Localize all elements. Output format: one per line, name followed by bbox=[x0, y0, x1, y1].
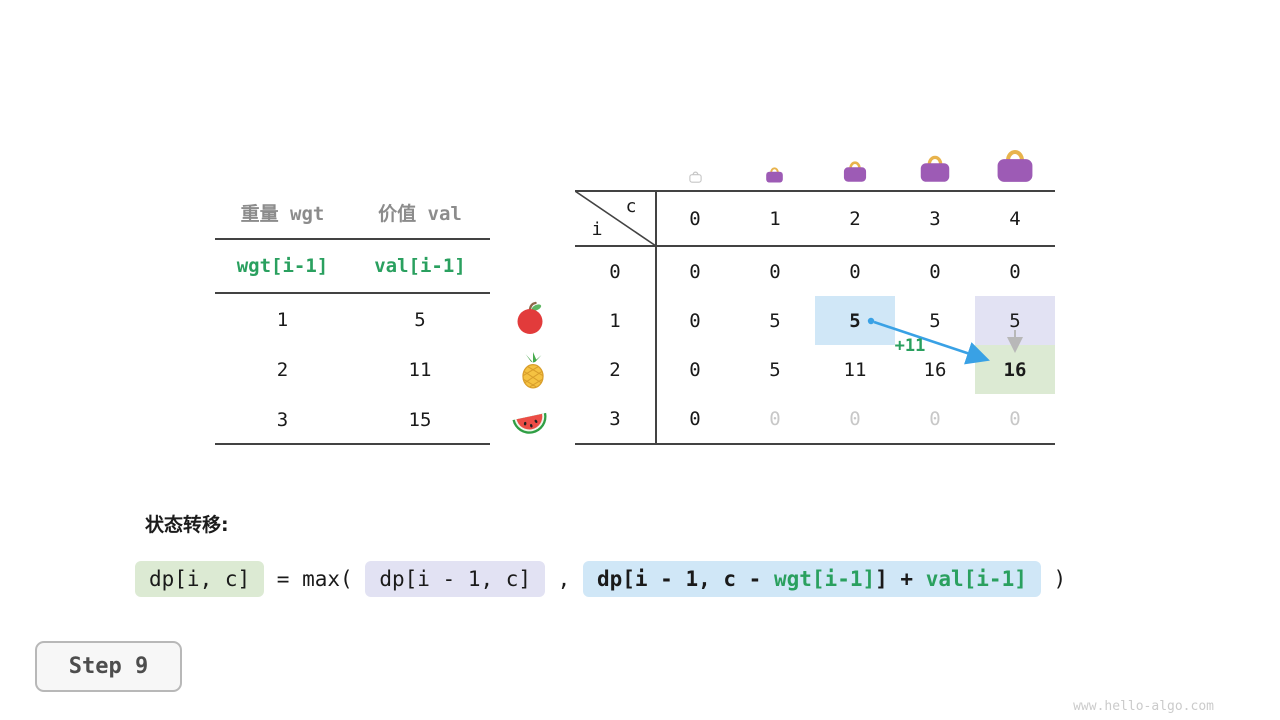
handbag-icon bbox=[917, 150, 953, 183]
table-divider bbox=[215, 238, 490, 240]
dp-cell-r2c4: 16 bbox=[1003, 358, 1027, 381]
dp-cell-r1c1: 5 bbox=[769, 309, 781, 332]
dp-vertical-border bbox=[655, 190, 657, 445]
dp-cell-r2c0: 0 bbox=[689, 358, 701, 381]
item-row-3: 3 15 bbox=[215, 396, 490, 444]
item-value-cell: 11 bbox=[408, 359, 432, 381]
dp-cell-r3c2: 0 bbox=[849, 407, 861, 430]
take-prefix-text: dp[i - 1, c - bbox=[596, 567, 774, 591]
dp-cell-r0c1: 0 bbox=[769, 260, 781, 283]
item-weight-cell: 2 bbox=[276, 359, 289, 381]
value-column-header: 价值 val bbox=[378, 202, 462, 225]
dp-cell-r0c2: 0 bbox=[849, 260, 861, 283]
handbag-icon bbox=[841, 157, 869, 183]
dp-row-header-1: 1 bbox=[609, 309, 621, 332]
dp-top-border bbox=[575, 190, 1055, 192]
handbag-icon bbox=[764, 164, 785, 183]
corner-col-var-label: c bbox=[625, 195, 637, 217]
take-val-text: val[i-1] bbox=[925, 567, 1027, 591]
dp-table: c i 0 1 2 3 4 0 1 2 3 0 0 0 0 0 0 5 5 5 … bbox=[575, 190, 1055, 445]
take-mid-text: ] + bbox=[875, 567, 926, 591]
dp-cell-r0c3: 0 bbox=[929, 260, 941, 283]
item-formula-row: wgt[i-1] val[i-1] bbox=[215, 242, 490, 290]
dp-col-header-0: 0 bbox=[689, 207, 701, 230]
item-table-header-row: 重量 wgt 价值 val bbox=[215, 188, 490, 236]
state-transition-label: 状态转移: bbox=[145, 514, 229, 536]
item-row-1: 1 5 bbox=[215, 296, 490, 344]
dp-row-header-0: 0 bbox=[609, 260, 621, 283]
step-label: Step 9 bbox=[68, 654, 149, 679]
dp-cell-r0c4: 0 bbox=[1009, 260, 1021, 283]
table-divider bbox=[215, 443, 490, 445]
dp-col-header-4: 4 bbox=[1009, 207, 1021, 230]
wgt-formula-label: wgt[i-1] bbox=[236, 255, 329, 277]
dp-col-header-2: 2 bbox=[849, 207, 861, 230]
dp-header-border bbox=[575, 245, 1055, 247]
dp-cell-r2c2: 11 bbox=[843, 358, 867, 381]
dp-cell-r1c2: 5 bbox=[849, 309, 861, 332]
dp-cell-r3c0: 0 bbox=[689, 407, 701, 430]
step-badge: Step 9 bbox=[35, 641, 182, 692]
comma-text: , bbox=[545, 567, 583, 591]
dp-current-chip: dp[i, c] bbox=[135, 561, 265, 597]
dp-cell-r0c0: 0 bbox=[689, 260, 701, 283]
equals-max-text: = max( bbox=[264, 567, 366, 591]
item-row-2: 2 11 bbox=[215, 346, 490, 394]
handbag-icon bbox=[993, 143, 1037, 183]
handbag-outline-icon bbox=[688, 169, 703, 183]
item-table: 重量 wgt 价值 val wgt[i-1] val[i-1] 1 5 2 11… bbox=[215, 188, 490, 446]
dp-cell-r1c4: 5 bbox=[1009, 309, 1021, 332]
take-wgt-text: wgt[i-1] bbox=[773, 567, 876, 591]
item-weight-cell: 3 bbox=[276, 409, 289, 431]
item-weight-cell: 1 bbox=[276, 309, 289, 331]
val-formula-label: val[i-1] bbox=[374, 255, 466, 277]
dp-cell-r1c0: 0 bbox=[689, 309, 701, 332]
apple-icon bbox=[512, 300, 548, 336]
item-value-cell: 5 bbox=[414, 309, 426, 331]
corner-row-var-label: i bbox=[591, 218, 603, 240]
dp-col-header-3: 3 bbox=[929, 207, 941, 230]
dp-bottom-border bbox=[575, 443, 1055, 445]
pineapple-icon bbox=[514, 352, 552, 390]
dp-cell-r3c1: 0 bbox=[769, 407, 781, 430]
plus-value-annotation: +11 bbox=[894, 336, 926, 356]
weight-column-header: 重量 wgt bbox=[240, 202, 325, 225]
dp-cell-r3c4: 0 bbox=[1009, 407, 1021, 430]
dp-row-header-3: 3 bbox=[609, 407, 621, 430]
dp-col-header-1: 1 bbox=[769, 207, 781, 230]
dp-cell-r3c3: 0 bbox=[929, 407, 941, 430]
dp-row-header-2: 2 bbox=[609, 358, 621, 381]
dp-cell-r2c1: 5 bbox=[769, 358, 781, 381]
close-paren-text: ) bbox=[1040, 567, 1067, 591]
dp-cell-r2c3: 16 bbox=[923, 358, 947, 381]
watermelon-icon bbox=[510, 402, 550, 442]
dp-skip-chip: dp[i - 1, c] bbox=[365, 561, 546, 597]
dp-cell-r1c3: 5 bbox=[929, 309, 941, 332]
item-value-cell: 15 bbox=[408, 409, 432, 431]
state-transition-formula: dp[i, c] = max( dp[i - 1, c] , dp[i - 1,… bbox=[135, 561, 1066, 597]
dp-take-chip: dp[i - 1, c - wgt[i-1]] + val[i-1] bbox=[582, 561, 1041, 597]
watermark: www.hello-algo.com bbox=[1073, 699, 1214, 714]
corner-diagonal bbox=[575, 190, 657, 247]
table-divider bbox=[215, 292, 490, 294]
